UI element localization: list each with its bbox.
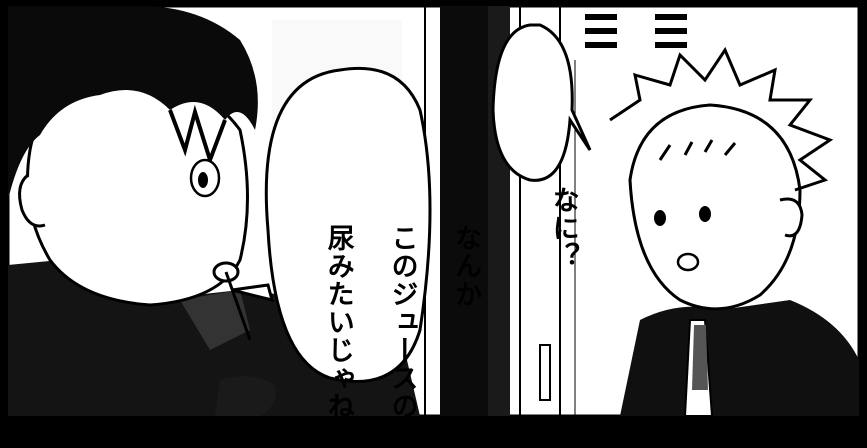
right-bubble-line: なに？: [547, 186, 579, 270]
left-bubble-dialogue: なんか このジュースの色 尿みたいじゃね？: [290, 96, 513, 448]
left-bubble-line: このジュースの色: [386, 224, 418, 448]
right-bubble-dialogue: なに？: [515, 58, 611, 270]
left-speech-bubble: [231, 66, 432, 383]
right-speech-bubble: [491, 23, 592, 182]
manga-panel: なんか このジュースの色 尿みたいじゃね？ なに？: [6, 4, 861, 418]
right-character: [609, 46, 859, 417]
left-bubble-line: なんか: [450, 224, 482, 308]
panel-artwork: [6, 4, 861, 418]
left-bubble-line: 尿みたいじゃね？: [322, 224, 354, 448]
